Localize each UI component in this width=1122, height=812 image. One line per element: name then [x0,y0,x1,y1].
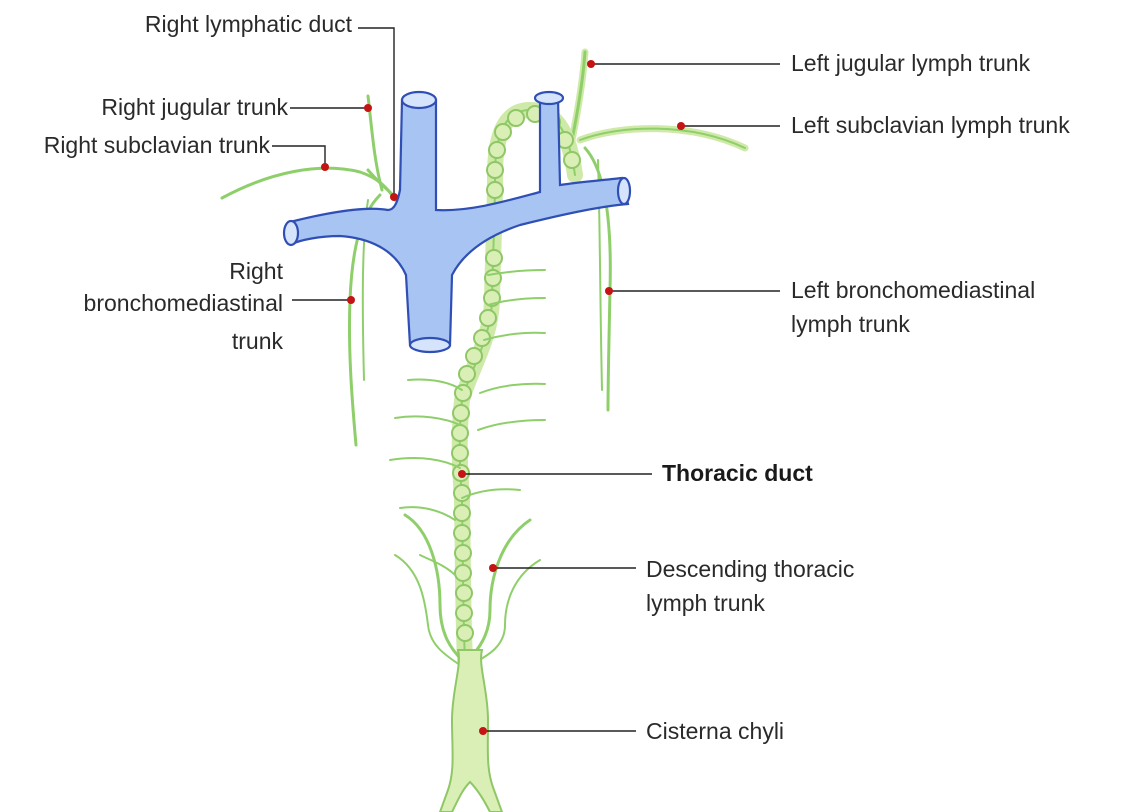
lymph-vessels [222,52,745,812]
svc-bottom-cap [410,338,450,352]
marker-right-lymphatic-duct [390,193,398,201]
marker-right-subclavian [321,163,329,171]
label-thoracic-duct: Thoracic duct [662,460,813,486]
label-right-broncho-2: bronchomediastinal [84,290,283,316]
left-subclavian-vein-cap [618,178,630,204]
marker-thoracic-duct [458,470,466,478]
superior-vena-cava [290,98,628,345]
label-right-broncho-1: Right [229,258,283,284]
label-left-subclavian: Left subclavian lymph trunk [791,112,1070,138]
marker-left-jugular [587,60,595,68]
brachiocephalic-veins [284,92,630,352]
left-ij-cap [535,92,563,104]
marker-left-broncho [605,287,613,295]
marker-right-broncho [347,296,355,304]
marker-cisterna [479,727,487,735]
marker-left-subclavian [677,122,685,130]
label-left-jugular: Left jugular lymph trunk [791,50,1031,76]
label-right-subclavian-trunk: Right subclavian trunk [44,132,271,158]
leader-right-subclavian [272,146,325,166]
right-ij-cap [402,92,436,108]
label-descending-2: lymph trunk [646,590,765,616]
label-right-jugular-trunk: Right jugular trunk [101,94,288,120]
label-right-lymphatic-duct: Right lymphatic duct [145,11,353,37]
leader-right-lymphatic-duct [358,28,394,196]
right-subclavian-vein-cap [284,221,298,245]
label-cisterna-chyli: Cisterna chyli [646,718,784,744]
marker-right-jugular [364,104,372,112]
label-right-broncho-3: trunk [232,328,284,354]
label-left-broncho-1: Left bronchomediastinal [791,277,1035,303]
label-descending-1: Descending thoracic [646,556,854,582]
label-left-broncho-2: lymph trunk [791,311,910,337]
marker-descending [489,564,497,572]
